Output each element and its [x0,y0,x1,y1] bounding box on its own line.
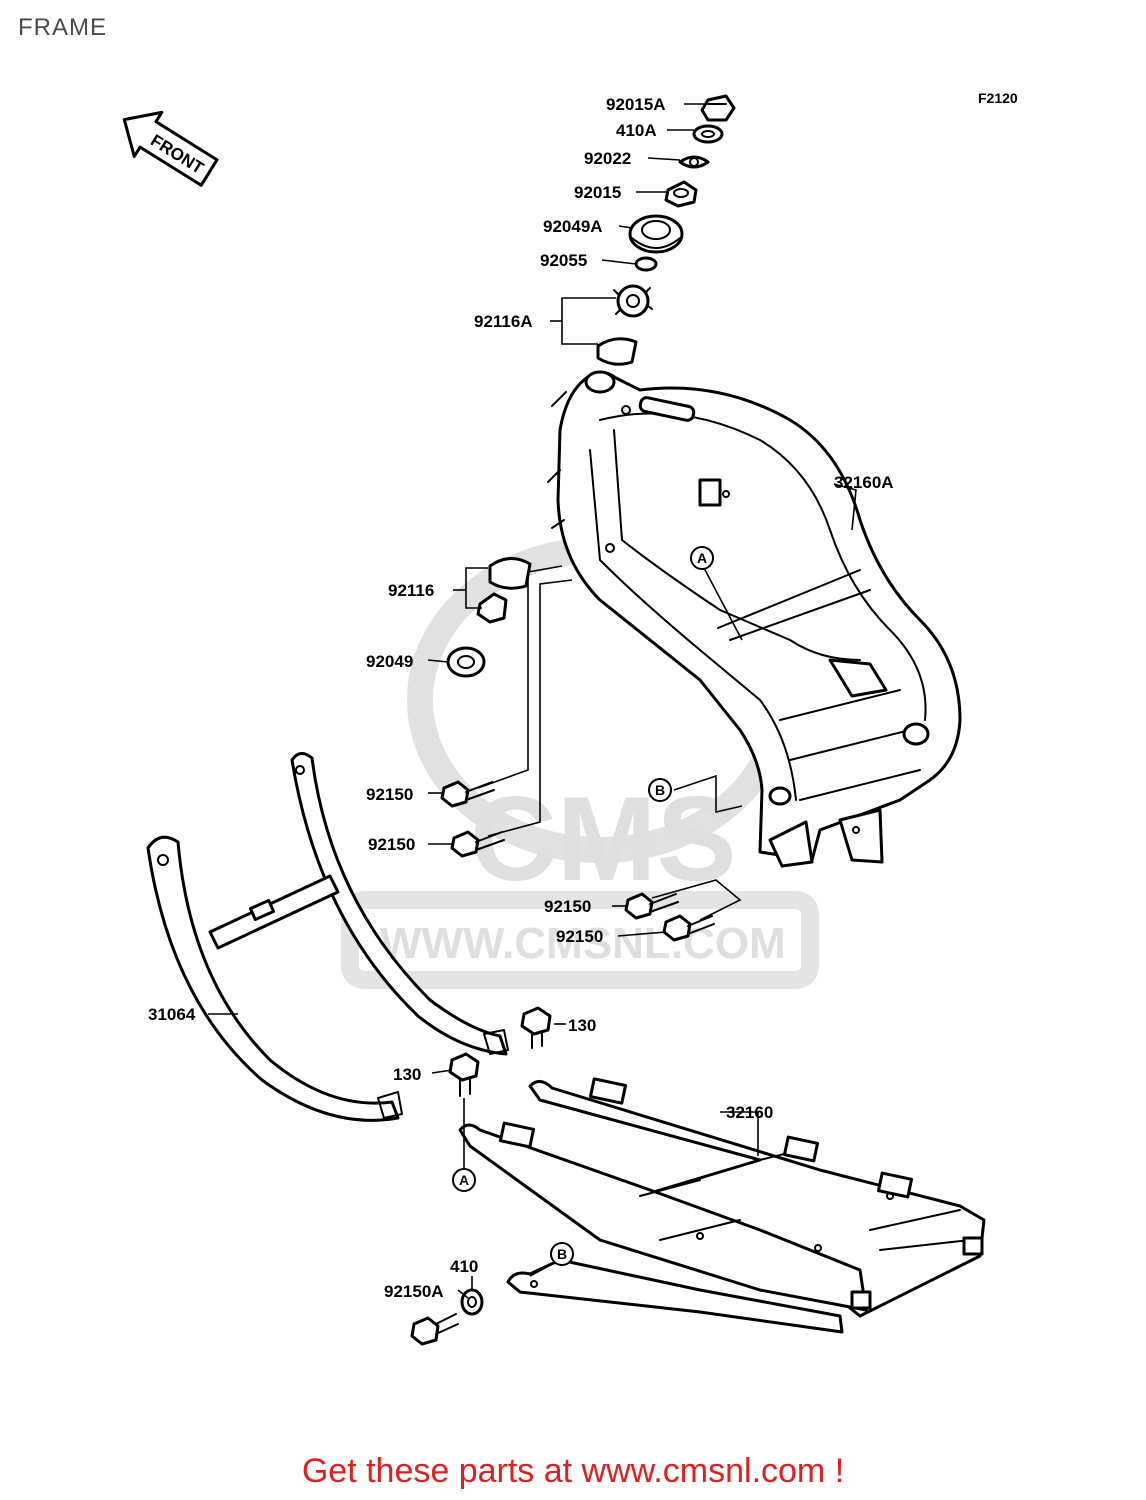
page-title: FRAME [18,14,107,41]
reference-mark-b-upper: B [648,778,672,802]
reference-mark-b-lower: B [550,1242,574,1266]
watermark-brand: CMS [470,772,737,906]
part-label-130-left: 130 [393,1065,421,1084]
collar-92116 [476,557,532,624]
main-frame-32160A [547,370,962,868]
leader-lines [208,103,857,1299]
part-label-130-right: 130 [568,1016,596,1035]
bolt-92150-upper [440,780,495,808]
cap-nut-92015A [700,94,736,122]
part-label-92015A: 92015A [606,95,666,114]
reference-mark-label: B [655,782,665,798]
bushing-92049 [446,646,486,678]
front-direction-arrow: FRONT [122,110,219,187]
part-number-labels: 92015A 410A 92022 92015 92049A 92055 921… [148,95,894,1301]
cmsnl-watermark: CMS WWW.CMSNL.COM [341,537,819,989]
figure-code: F2120 [978,90,1018,106]
part-label-92049: 92049 [366,652,413,671]
reference-mark-label: A [459,1172,469,1188]
part-label-92022: 92022 [584,149,631,168]
nut-92015 [664,180,698,208]
part-label-410: 410 [450,1257,478,1276]
reference-mark-label: B [557,1246,567,1262]
bearing-92049A [628,214,684,254]
bearing-race-92116A [596,284,653,366]
washer-410 [460,1288,484,1316]
reference-mark-label: A [697,550,707,566]
reference-mark-a-upper: A [690,546,714,570]
o-ring-92055 [634,256,658,272]
parts-link-banner[interactable]: Get these parts at www.cmsnl.com ! [301,1452,845,1490]
bolt-92150-lower-a [624,892,679,920]
part-label-92116A: 92116A [474,312,533,331]
watermark-url: WWW.CMSNL.COM [380,919,786,968]
bolt-130-left [448,1052,480,1097]
part-label-92150-middle: 92150 [368,835,415,854]
part-label-92049A: 92049A [543,217,603,236]
part-label-92150-lower-b: 92150 [556,927,603,946]
part-label-92150A: 92150A [384,1282,444,1301]
bolt-130-right [520,1006,552,1049]
part-label-410A: 410A [616,121,657,140]
part-label-92150-lower-a: 92150 [544,897,591,916]
part-label-92116: 92116 [388,581,434,600]
part-label-32160A: 32160A [834,473,894,492]
reference-mark-a-lower: A [452,1168,476,1192]
lock-washer-92022 [678,155,710,169]
washer-410A [692,124,724,144]
part-label-31064: 31064 [148,1005,196,1024]
part-label-92015: 92015 [574,183,621,202]
part-label-92150-upper: 92150 [366,785,413,804]
rear-subframe-32160 [458,1077,986,1334]
down-tube-31064 [146,752,509,1122]
part-label-32160: 32160 [726,1103,773,1122]
bolt-92150A [410,1313,459,1346]
part-label-92055: 92055 [540,251,587,270]
